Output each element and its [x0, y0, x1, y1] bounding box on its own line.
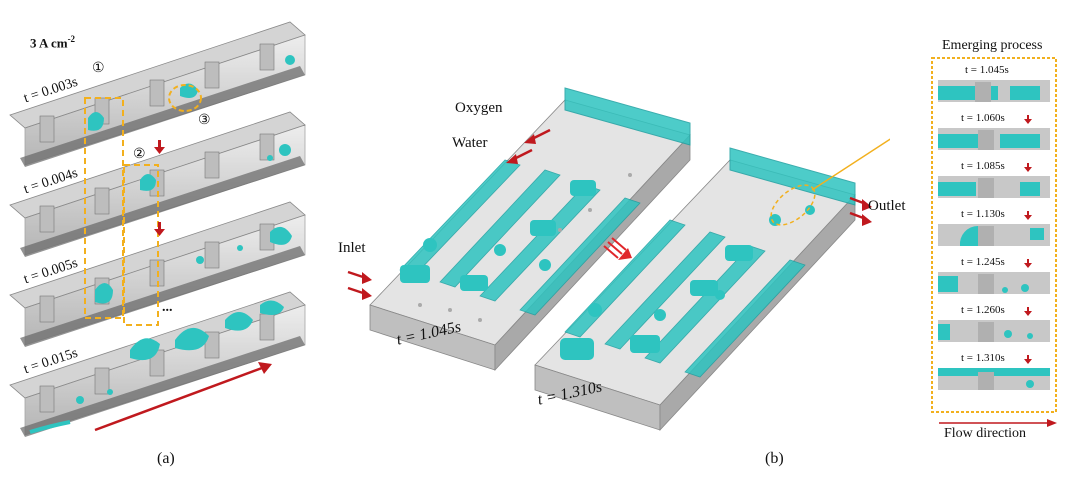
- flow-direction-label: Flow direction: [944, 426, 1027, 441]
- current-density-label: 3 A cm-2: [30, 34, 75, 51]
- emerging-time-7: t = 1.310s: [961, 352, 1005, 364]
- figure: 3 A cm-2 t = 0.003s t = 0.004s t = 0.005…: [9, 21, 1057, 467]
- oxygen-label: Oxygen: [455, 100, 503, 116]
- dashed-circle: [168, 84, 202, 112]
- callout-ellipse: [770, 184, 816, 226]
- water-arrow-icon: [506, 148, 533, 164]
- panel-a-caption: (a): [157, 450, 175, 467]
- emerging-time-3: t = 1.085s: [961, 160, 1005, 172]
- current-density-value: 3 A cm: [30, 35, 68, 51]
- marker-3: ③: [198, 113, 211, 128]
- inlet-arrow-icon: [347, 270, 372, 300]
- outlet-arrow-icon: [849, 196, 872, 226]
- frame-down-arrow-icon: [1024, 115, 1032, 364]
- transition-arrow-icon: [603, 237, 632, 260]
- panel-a-graphic: [9, 21, 306, 437]
- outlet-label: Outlet: [868, 198, 906, 214]
- channel-slab-1: [9, 21, 306, 167]
- water-label: Water: [452, 135, 488, 151]
- panel-b-graphic: [347, 87, 890, 432]
- ellipsis-mark: ...: [162, 300, 173, 315]
- emerging-strip: [931, 57, 1057, 413]
- current-density-exponent: -2: [67, 34, 76, 44]
- dashed-box-2: [123, 164, 159, 326]
- marker-1: ①: [92, 61, 105, 76]
- flow-field-left: [369, 87, 691, 372]
- flow-arrow-icon: [94, 362, 272, 432]
- emerging-time-5: t = 1.245s: [961, 256, 1005, 268]
- emerging-frames: [938, 80, 1050, 390]
- inlet-label: Inlet: [338, 240, 366, 256]
- emerging-time-6: t = 1.260s: [961, 304, 1005, 316]
- dashed-box-1: [84, 97, 124, 319]
- emerging-time-1: t = 1.045s: [965, 64, 1009, 76]
- callout-line: [811, 138, 890, 191]
- down-arrow-icon: [154, 140, 165, 236]
- marker-2: ②: [133, 147, 146, 162]
- flow-direction-arrow-icon: [939, 419, 1057, 427]
- oxygen-arrow-icon: [524, 128, 551, 144]
- emerging-time-2: t = 1.060s: [961, 112, 1005, 124]
- emerging-title: Emerging process: [942, 38, 1043, 53]
- emerging-time-4: t = 1.130s: [961, 208, 1005, 220]
- flow-field-right: [534, 147, 856, 432]
- channel-slab-4: [9, 291, 306, 437]
- panel-b-caption: (b): [765, 450, 784, 467]
